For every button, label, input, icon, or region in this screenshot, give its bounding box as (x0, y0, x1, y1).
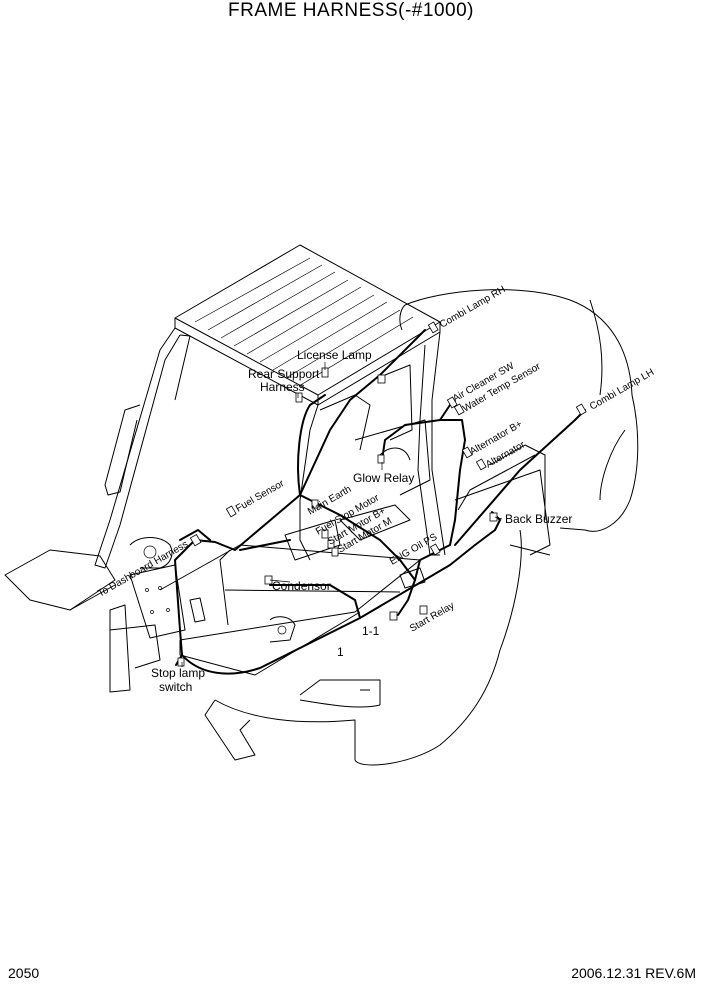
label-glow-relay: Glow Relay (353, 471, 414, 485)
label-ref-1: 1 (337, 645, 344, 659)
label-rear-support-harness-line2: Harness (260, 380, 305, 394)
revision-date: 2006.12.31 REV.6M (571, 965, 696, 981)
label-license-lamp: License Lamp (297, 348, 372, 362)
overhead-guard (94, 244, 446, 569)
label-stop-lamp-switch-line1: Stop lamp (151, 666, 205, 680)
label-stop-lamp-switch-line2: switch (159, 680, 192, 694)
page-title: FRAME HARNESS(-#1000) (228, 0, 474, 21)
front-bracket (109, 537, 296, 693)
label-start-relay: Start Relay (408, 600, 456, 634)
engine-compartment (284, 364, 431, 589)
page-number: 2050 (8, 965, 40, 981)
wiring-harness (174, 329, 586, 675)
label-rear-support-harness-line1: Rear Support (248, 367, 320, 381)
label-fuel-sensor: Fuel Sensor (234, 478, 287, 515)
label-ref-1-1: 1-1 (362, 624, 380, 638)
counterweight-outline (204, 289, 639, 766)
label-combi-lamp-lh: Combi Lamp LH (588, 367, 656, 413)
leader-lines (181, 362, 503, 667)
label-condensor: Condensor (272, 579, 331, 593)
floor-plate (4, 444, 551, 676)
connectors (177, 321, 587, 667)
label-back-buzzer: Back Buzzer (505, 512, 572, 526)
